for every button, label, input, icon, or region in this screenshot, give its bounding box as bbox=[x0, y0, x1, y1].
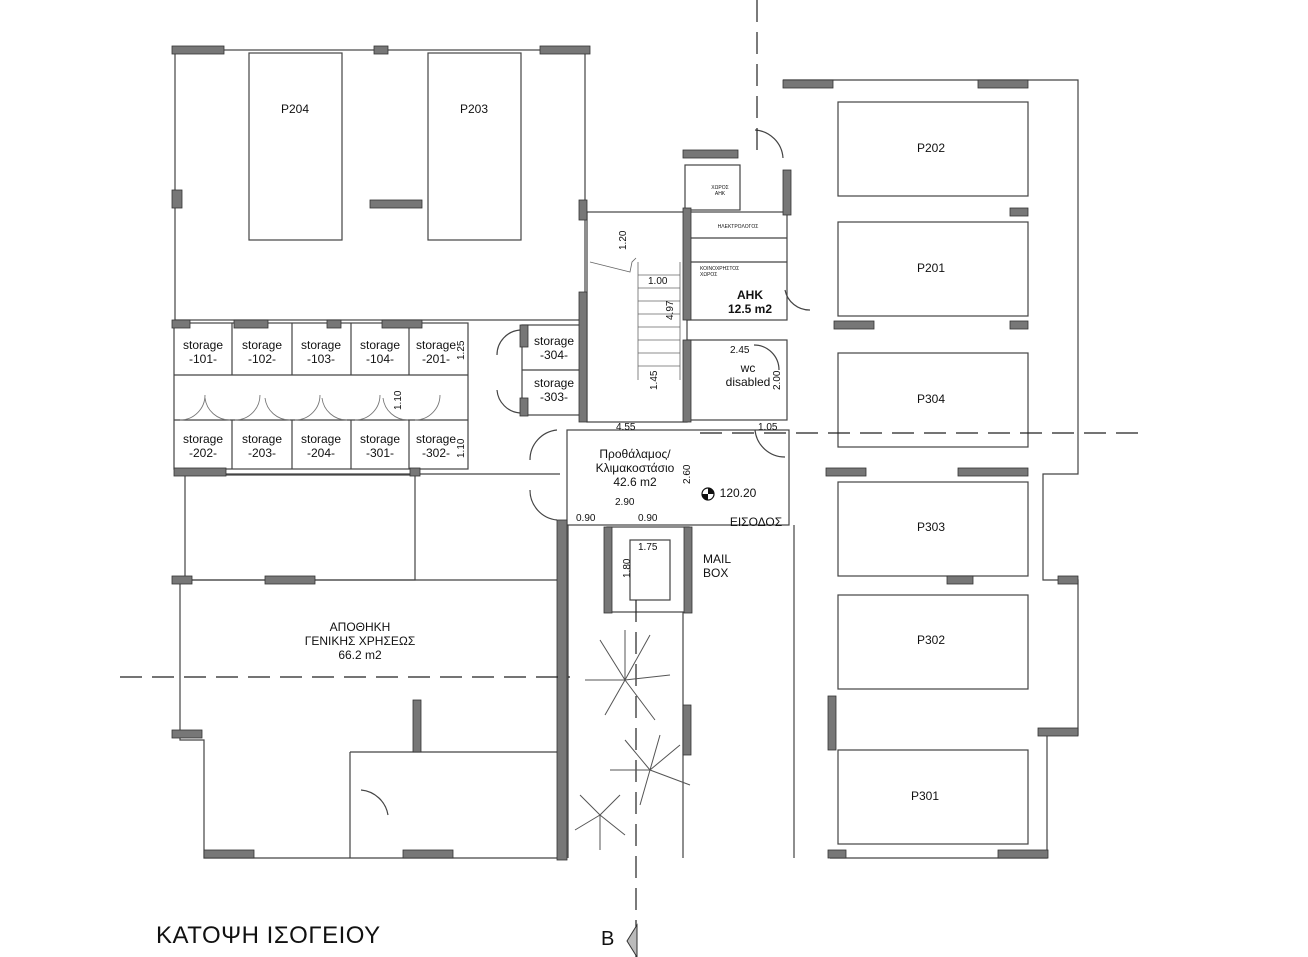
parking-bay-p304 bbox=[837, 352, 1029, 448]
parking-bay-p301 bbox=[837, 749, 1029, 845]
dim-1-80: 1.80 bbox=[622, 558, 633, 578]
dim-1-25: 1.25 bbox=[456, 340, 467, 360]
general-storage-label: ΑΠΟΘΗΚΗ ΓΕΝΙΚΗΣ ΧΡΗΣΕΩΣ 66.2 m2 bbox=[304, 620, 416, 662]
dim-1-45: 1.45 bbox=[649, 370, 660, 390]
entrance-label: ΕΙΣΟΔΟΣ bbox=[729, 515, 783, 529]
dim-1-10-bottom: 1.10 bbox=[456, 438, 467, 458]
ahk-space bbox=[684, 164, 741, 211]
palm-tree-icon bbox=[574, 630, 691, 850]
dim-2-00: 2.00 bbox=[772, 370, 783, 390]
storage-unit-204: storage-204- bbox=[300, 432, 342, 460]
electrician-label: ΗΛΕΚΤΡΟΛΟΓΟΣ bbox=[717, 224, 759, 230]
storage-unit-304: storage-304- bbox=[533, 334, 575, 362]
parking-label-p303: P303 bbox=[916, 520, 946, 534]
lobby-label: Προθάλαμος/ Κλιμακοστάσιο 42.6 m2 bbox=[595, 447, 675, 489]
dim-1-75: 1.75 bbox=[638, 542, 658, 553]
dim-1-00: 1.00 bbox=[648, 276, 668, 287]
level-mark-label: 120.20 bbox=[719, 486, 757, 500]
dim-4-97: 4.97 bbox=[665, 300, 676, 320]
parking-label-p203: P203 bbox=[459, 102, 489, 116]
dim-2-60: 2.60 bbox=[682, 464, 693, 484]
dim-1-20: 1.20 bbox=[618, 230, 629, 250]
storage-unit-302: storage-302- bbox=[415, 432, 457, 460]
mailbox-label: MAIL BOX bbox=[703, 552, 732, 580]
storage-unit-202: storage-202- bbox=[182, 432, 224, 460]
ahk-room-label: ΑΗΚ 12.5 m2 bbox=[727, 288, 773, 316]
dim-0-90-right: 0.90 bbox=[638, 513, 658, 524]
storage-unit-201: storage-201- bbox=[415, 338, 457, 366]
storage-unit-301: storage-301- bbox=[359, 432, 401, 460]
dim-2-90: 2.90 bbox=[615, 497, 635, 508]
lobby-area bbox=[566, 429, 790, 526]
storage-unit-203: storage-203- bbox=[241, 432, 283, 460]
parking-bay-p202 bbox=[837, 101, 1029, 197]
left-parking-area bbox=[174, 49, 586, 321]
parking-bay-p204 bbox=[248, 52, 343, 241]
storage-block bbox=[173, 322, 469, 470]
ahk-space-label: ΧΩΡΟΣ ΑΗΚ bbox=[711, 185, 729, 197]
parking-label-p204: P204 bbox=[280, 102, 310, 116]
dim-0-90-left: 0.90 bbox=[576, 513, 596, 524]
parking-bay-p302 bbox=[837, 594, 1029, 690]
wc-label: wc disabled bbox=[725, 361, 771, 389]
parking-bay-p203 bbox=[427, 52, 522, 241]
parking-label-p304: P304 bbox=[916, 392, 946, 406]
storage-unit-101: storage-101- bbox=[182, 338, 224, 366]
parking-label-p201: P201 bbox=[916, 261, 946, 275]
common-space-label: ΚΟΙΝΟΧΡΗΣΤΟΣ ΧΩΡΟΣ bbox=[700, 266, 740, 278]
dim-1-10-mid: 1.10 bbox=[393, 390, 404, 410]
storage-unit-303: storage-303- bbox=[533, 376, 575, 404]
parking-bay-p303 bbox=[837, 481, 1029, 577]
dim-2-45: 2.45 bbox=[730, 345, 750, 356]
dim-1-05: 1.05 bbox=[758, 422, 778, 433]
plan-title: ΚΑΤΟΨΗ ΙΣΟΓΕΙΟΥ bbox=[156, 922, 381, 949]
parking-bay-p201 bbox=[837, 221, 1029, 317]
section-arrow-icon bbox=[626, 923, 638, 957]
storage-unit-103: storage-103- bbox=[300, 338, 342, 366]
parking-label-p302: P302 bbox=[916, 633, 946, 647]
dim-4-55: 4.55 bbox=[616, 422, 636, 433]
level-marker-icon bbox=[701, 487, 715, 501]
storage-unit-104: storage-104- bbox=[359, 338, 401, 366]
storage-unit-102: storage-102- bbox=[241, 338, 283, 366]
parking-label-p301: P301 bbox=[910, 789, 940, 803]
parking-label-p202: P202 bbox=[916, 141, 946, 155]
section-marker-label: B bbox=[601, 928, 615, 950]
